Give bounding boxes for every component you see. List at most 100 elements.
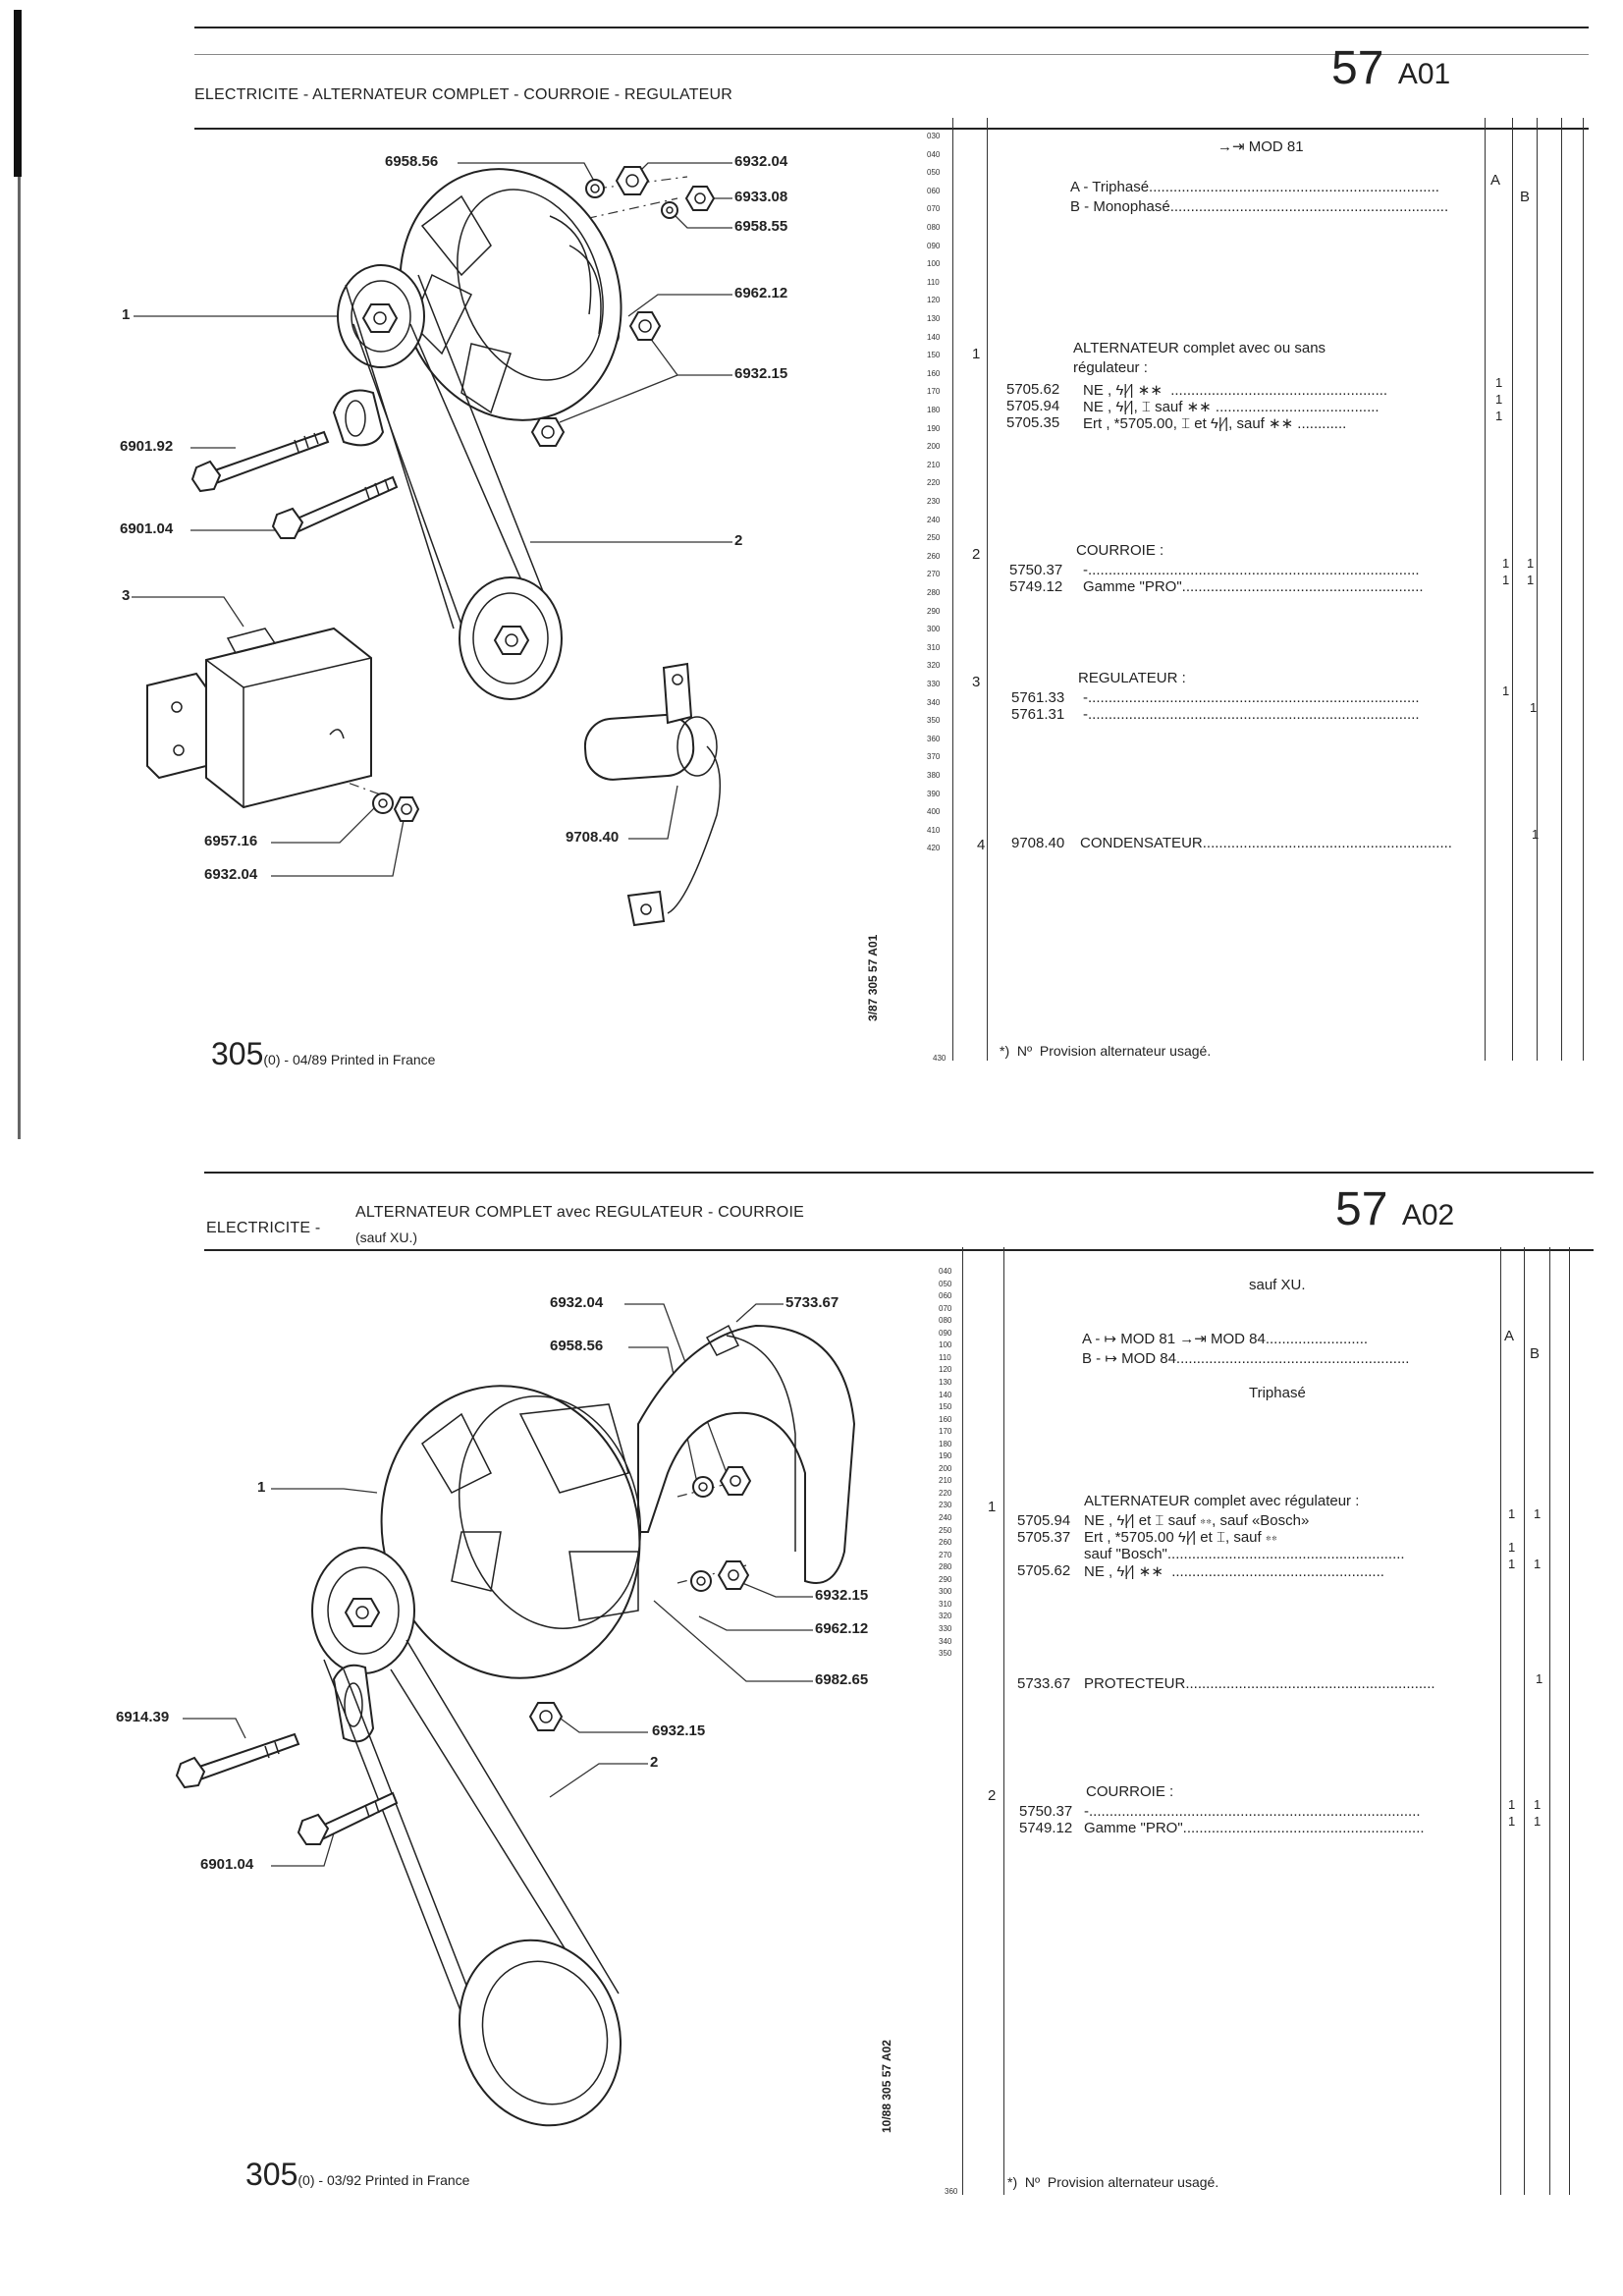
line-number: 040: [927, 149, 941, 159]
column-b-label-2: B: [1530, 1345, 1541, 1362]
line-number: 250: [927, 533, 941, 543]
callout-6958-56: 6958.56: [385, 153, 439, 170]
line-number: 100: [939, 1340, 952, 1350]
item-number-1-b: 1: [988, 1499, 997, 1515]
part-desc: Gamme "PRO".............................…: [1084, 1820, 1425, 1836]
page-number-main-2: 57: [1335, 1183, 1388, 1235]
item-number-4: 4: [977, 837, 986, 853]
line-number: 170: [939, 1427, 952, 1437]
line-number: 240: [927, 515, 941, 524]
item-number-3: 3: [972, 674, 981, 690]
line-number: 100: [927, 259, 941, 269]
line-number: 270: [939, 1550, 952, 1559]
line-number: 270: [927, 570, 941, 579]
line-number: 290: [939, 1574, 952, 1584]
callout-b-1: 1: [257, 1479, 266, 1496]
footer-page-2: 305: [245, 2157, 298, 2192]
page-number-suffix: A01: [1397, 58, 1451, 90]
part-ref: 5705.35: [1006, 414, 1060, 431]
qty-b: 1: [1534, 1814, 1542, 1829]
line-number: 220: [927, 478, 941, 488]
qty-a: 1: [1502, 556, 1510, 571]
part-desc: Gamme "PRO".............................…: [1083, 578, 1424, 595]
qty-a: 1: [1508, 1557, 1516, 1571]
line-number: 160: [939, 1414, 952, 1424]
callout-1: 1: [122, 306, 131, 323]
part-desc: Ert , *5705.00 ϟ|∕| et ⌶, sauf ∗∗: [1084, 1529, 1277, 1546]
line-number: 090: [939, 1328, 952, 1338]
line-number: 420: [927, 844, 941, 853]
footnote-2: *) Nº Provision alternateur usagé.: [1007, 2174, 1219, 2190]
variant-a: A - Triphasé............................…: [1070, 179, 1439, 195]
callout-6933-08: 6933.08: [734, 189, 788, 205]
footnote: *) Nº Provision alternateur usagé.: [1000, 1043, 1212, 1059]
callout-b-6932-15: 6932.15: [815, 1587, 869, 1604]
callout-6932-04: 6932.04: [734, 153, 788, 170]
part-desc: -.......................................…: [1084, 1803, 1421, 1820]
line-number: 240: [939, 1513, 952, 1522]
line-number: 260: [939, 1538, 952, 1548]
triphase-label: Triphasé: [1249, 1385, 1306, 1401]
line-number: 190: [939, 1451, 952, 1461]
qty-a: 1: [1508, 1814, 1516, 1829]
part-ref: 5705.62: [1006, 381, 1060, 398]
line-number: 150: [927, 351, 941, 360]
item4-ref: 9708.40: [1011, 835, 1065, 851]
qty-b: 1: [1534, 1557, 1542, 1571]
line-number: 390: [927, 789, 941, 798]
line-number: 370: [927, 752, 941, 762]
item4-qty-b: 1: [1532, 827, 1540, 842]
page-number-2: 57 A02: [1335, 1182, 1454, 1236]
part-ref: 5750.37: [1019, 1803, 1073, 1820]
footer-2: 305(0) - 03/92 Printed in France: [245, 2157, 469, 2193]
line-number: 110: [927, 277, 940, 287]
callout-3: 3: [122, 587, 131, 604]
line-number: 130: [927, 314, 941, 323]
line-number: 410: [927, 825, 941, 835]
callout-6932-04-b: 6932.04: [204, 866, 258, 883]
callout-b-5733-67: 5733.67: [785, 1294, 839, 1311]
part-desc: NE , ϟ|∕| et ⌶ sauf ∗∗, sauf «Bosch»: [1084, 1512, 1310, 1529]
callout-b-6962-12: 6962.12: [815, 1620, 869, 1637]
line-number: 040: [939, 1267, 952, 1276]
line-number: 400: [927, 807, 941, 817]
line-number: 300: [927, 625, 941, 634]
footer-print-2: (0) - 03/92 Printed in France: [298, 2172, 470, 2188]
callout-6958-55: 6958.55: [734, 218, 788, 235]
protect-qty-b: 1: [1536, 1671, 1543, 1686]
line-number: 110: [939, 1352, 951, 1362]
line-number: 310: [927, 642, 941, 652]
line-number: 090: [927, 241, 941, 250]
line-number: 070: [939, 1303, 952, 1313]
line-number: 120: [927, 296, 941, 305]
line-number: 220: [939, 1488, 952, 1498]
line-number: 120: [939, 1365, 952, 1375]
variant-b-2: B - ↦ MOD 84............................…: [1082, 1350, 1410, 1367]
part-desc: sauf "Bosch"............................…: [1084, 1546, 1405, 1562]
line-number: 060: [939, 1291, 952, 1301]
qty-a: 1: [1508, 1506, 1516, 1521]
item2-title-b: COURROIE :: [1086, 1783, 1174, 1800]
qty-a: 1: [1495, 409, 1503, 423]
callout-2: 2: [734, 532, 743, 549]
item1-subtitle: régulateur :: [1073, 359, 1148, 376]
line-number: 050: [939, 1279, 952, 1288]
part-ref: 5705.94: [1006, 398, 1060, 414]
line-number: 230: [927, 497, 941, 506]
line-number: 180: [927, 406, 941, 414]
part-ref: 5705.62: [1017, 1562, 1071, 1579]
line-number: 140: [939, 1390, 952, 1399]
line-number: 250: [939, 1525, 952, 1535]
callout-6901-92: 6901.92: [120, 438, 174, 455]
callout-6932-15: 6932.15: [734, 365, 788, 382]
page-title: ELECTRICITE - ALTERNATEUR COMPLET - COUR…: [194, 86, 732, 104]
mod-header: →⇥ MOD 81: [1217, 138, 1304, 155]
scan-edge-left: [14, 10, 22, 177]
title-prefix-2: ELECTRICITE -: [206, 1220, 321, 1236]
page-title-2: ELECTRICITE -: [206, 1220, 320, 1237]
callout-6957-16: 6957.16: [204, 833, 258, 849]
qty-b: 1: [1534, 1797, 1542, 1812]
qty-b: 1: [1534, 1506, 1542, 1521]
line-number: 230: [939, 1501, 952, 1510]
part-ref: 5749.12: [1019, 1820, 1073, 1836]
